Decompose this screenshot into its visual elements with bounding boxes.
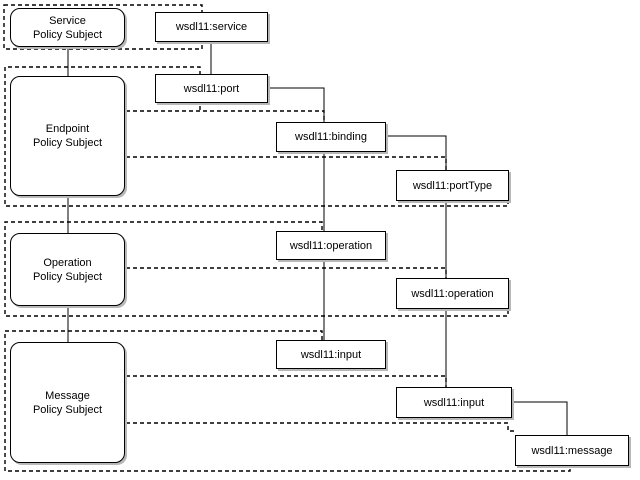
wsdl-service-box: wsdl11:service <box>155 12 268 42</box>
connector-input-message <box>512 401 568 435</box>
operation-policy-subject: Operation Policy Subject <box>10 233 125 306</box>
wsdl-porttype-input-box: wsdl11:input <box>396 387 512 418</box>
scope-endpoint-inner-binding <box>126 110 325 122</box>
scope-operation <box>4 221 509 317</box>
wsdl-message-box: wsdl11:message <box>515 435 629 466</box>
wsdl-binding-input-box: wsdl11:input <box>276 340 386 369</box>
connector-binding-porttype <box>386 135 447 170</box>
wsdl-binding-operation-box: wsdl11:operation <box>276 231 386 260</box>
scope-message <box>4 330 571 472</box>
wsdl-porttype-operation-box: wsdl11:operation <box>396 278 509 309</box>
scope-message-inner-message <box>126 422 515 432</box>
scope-message-inner-input <box>126 375 447 387</box>
message-policy-subject: Message Policy Subject <box>10 342 125 463</box>
wsdl-binding-box: wsdl11:binding <box>276 122 386 152</box>
scope-operation-inner <box>126 267 447 278</box>
wsdl-port-box: wsdl11:port <box>155 74 268 103</box>
wsdl-porttype-box: wsdl11:portType <box>396 170 509 201</box>
scope-endpoint-inner-porttype <box>126 156 447 170</box>
service-policy-subject: Service Policy Subject <box>10 8 125 47</box>
endpoint-policy-subject: Endpoint Policy Subject <box>10 76 125 196</box>
connector-port-binding <box>268 87 325 122</box>
